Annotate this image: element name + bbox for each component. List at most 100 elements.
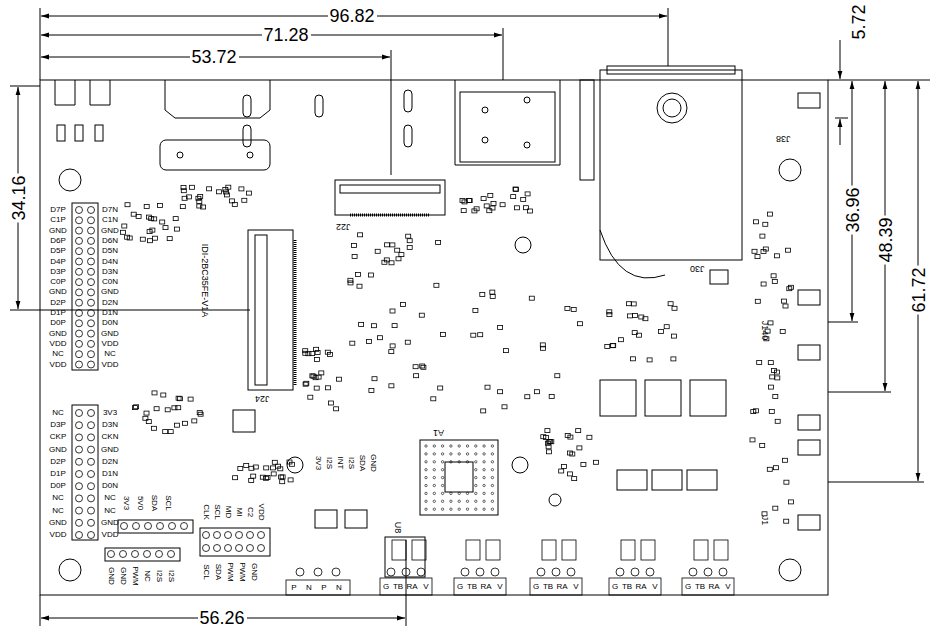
pcb-detail bbox=[525, 395, 530, 399]
pcb-detail bbox=[198, 195, 203, 199]
pcb-detail bbox=[483, 492, 485, 494]
pcb-detail bbox=[181, 186, 186, 190]
pin-name: C0P bbox=[50, 278, 66, 286]
pcb-detail bbox=[523, 206, 528, 210]
part-name: J30 bbox=[690, 264, 705, 273]
pcb-detail bbox=[172, 406, 177, 410]
pcb-detail bbox=[490, 290, 495, 294]
pcb-detail bbox=[314, 347, 319, 351]
pcb-detail bbox=[389, 384, 394, 388]
pin-name: GND bbox=[49, 446, 67, 454]
pcb-detail bbox=[488, 194, 493, 198]
pcb-detail bbox=[515, 206, 520, 210]
pcb-detail bbox=[425, 461, 427, 463]
pcb-detail bbox=[350, 341, 355, 345]
pcb-detail bbox=[76, 279, 83, 286]
pcb-detail bbox=[500, 203, 505, 207]
pcb-detail bbox=[260, 475, 265, 479]
pin-name: I2S bbox=[155, 570, 163, 582]
pcb-detail bbox=[387, 568, 395, 576]
pcb-detail bbox=[552, 568, 560, 576]
pcb-detail bbox=[433, 500, 435, 502]
pcb-detail bbox=[165, 408, 170, 412]
pcb-detail bbox=[88, 519, 95, 526]
dimension-value: 71.28 bbox=[262, 26, 311, 44]
pcb-detail bbox=[314, 358, 319, 362]
pcb-detail bbox=[607, 310, 612, 314]
pcb-detail bbox=[568, 472, 573, 476]
pcb-detail bbox=[704, 568, 712, 576]
pcb-detail bbox=[631, 568, 639, 576]
pcb-detail bbox=[694, 540, 708, 560]
pcb-detail bbox=[355, 273, 360, 277]
pcb-detail bbox=[773, 506, 778, 510]
pcb-detail bbox=[546, 450, 551, 454]
pcb-detail bbox=[454, 578, 506, 595]
pcb-detail bbox=[405, 340, 410, 344]
pcb-detail bbox=[334, 407, 339, 411]
pcb-detail bbox=[392, 324, 397, 328]
pcb-detail bbox=[481, 409, 486, 413]
pcb-detail bbox=[216, 190, 221, 194]
pcb-detail bbox=[762, 512, 767, 516]
pcb-detail bbox=[392, 540, 406, 560]
pin-name: D1P bbox=[50, 470, 66, 478]
pcb-detail bbox=[88, 289, 95, 296]
pin-name: G bbox=[383, 583, 389, 591]
pcb-detail bbox=[458, 508, 460, 510]
dimension-value: 48.39 bbox=[876, 215, 894, 264]
pin-name: SCL bbox=[213, 504, 221, 520]
pcb-detail bbox=[131, 212, 136, 216]
pcb-detail bbox=[76, 507, 83, 514]
pcb-detail bbox=[754, 220, 759, 224]
pcb-detail bbox=[425, 445, 427, 447]
pin-name: TB bbox=[622, 583, 632, 591]
pcb-detail bbox=[621, 540, 635, 560]
pcb-detail bbox=[760, 444, 765, 448]
pin-name: P bbox=[321, 584, 326, 592]
pin-name: VDD bbox=[102, 531, 119, 539]
pcb-detail bbox=[183, 421, 188, 425]
pin-name: 3V3 bbox=[103, 409, 117, 417]
pcb-detail bbox=[783, 304, 788, 308]
pcb-detail bbox=[367, 339, 372, 343]
pcb-detail bbox=[572, 477, 577, 481]
pcb-detail bbox=[332, 568, 340, 576]
pcb-detail bbox=[466, 508, 468, 510]
pin-name: GND bbox=[101, 330, 119, 338]
pcb-detail bbox=[431, 397, 436, 401]
pcb-detail bbox=[491, 476, 493, 478]
pcb-detail bbox=[88, 361, 95, 368]
pcb-detail bbox=[491, 492, 493, 494]
pcb-detail bbox=[466, 540, 480, 560]
pcb-detail bbox=[647, 358, 652, 362]
pin-name: D5P bbox=[50, 247, 66, 255]
pin-name: TB bbox=[695, 583, 705, 591]
pcb-detail bbox=[389, 261, 394, 265]
pcb-detail bbox=[433, 453, 435, 455]
pcb-detail bbox=[76, 361, 83, 368]
pcb-detail bbox=[774, 254, 779, 258]
pcb-detail bbox=[173, 217, 178, 221]
pcb-detail bbox=[450, 461, 452, 463]
pcb-detail bbox=[565, 306, 570, 310]
pcb-detail bbox=[88, 299, 95, 306]
pcb-detail bbox=[514, 188, 519, 192]
pcb-detail bbox=[348, 281, 353, 285]
pin-name: D4N bbox=[102, 258, 118, 266]
pcb-detail bbox=[76, 237, 83, 244]
pcb-detail bbox=[161, 393, 166, 397]
pin-name: D5N bbox=[102, 247, 118, 255]
pcb-detail bbox=[88, 422, 95, 429]
pcb-detail bbox=[436, 240, 441, 244]
pcb-detail bbox=[450, 453, 452, 455]
pin-name: RA bbox=[406, 583, 417, 591]
pin-name: GND bbox=[49, 288, 67, 296]
pcb-detail bbox=[485, 385, 490, 389]
pin-name: PWM bbox=[131, 566, 139, 586]
pcb-detail bbox=[358, 233, 363, 237]
pcb-detail bbox=[88, 227, 95, 234]
pcb-detail bbox=[491, 445, 493, 447]
pcb-detail bbox=[214, 532, 221, 539]
pcb-detail bbox=[466, 453, 468, 455]
